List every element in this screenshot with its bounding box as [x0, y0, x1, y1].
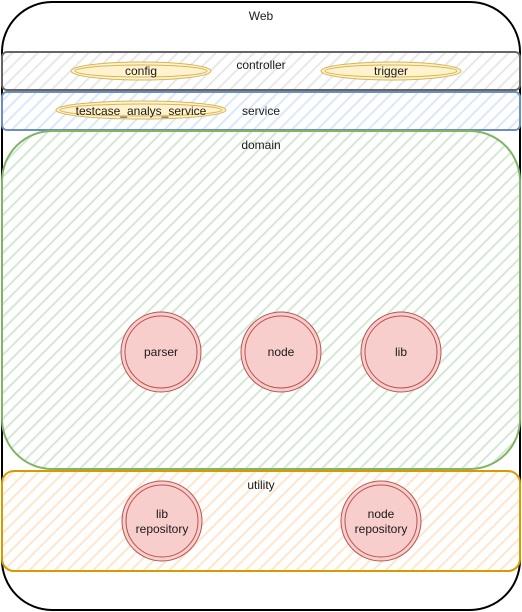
domain-label: domain — [241, 138, 280, 152]
utility-label: utility — [247, 478, 274, 492]
web-label: Web — [249, 9, 274, 23]
module-node-repository-line2: repository — [355, 522, 408, 536]
service-label: service — [242, 104, 280, 118]
component-testcase-analys-service: testcase_analys_service — [55, 100, 227, 120]
controller-box — [1, 51, 521, 91]
component-config: config — [70, 61, 212, 81]
controller-layer: controller config trigger — [1, 51, 521, 91]
module-lib-repository: lib repository — [121, 480, 203, 562]
module-lib-repository-line2: repository — [136, 522, 189, 536]
module-node-label: node — [268, 345, 295, 359]
component-testcase-analys-service-label: testcase_analys_service — [76, 104, 207, 118]
controller-label: controller — [236, 58, 285, 72]
utility-layer: utility lib repository node repository — [1, 470, 521, 572]
module-lib-label: lib — [395, 345, 407, 359]
component-trigger-label: trigger — [374, 64, 408, 78]
module-lib: lib — [360, 311, 442, 393]
module-parser-label: parser — [144, 345, 178, 359]
module-parser: parser — [120, 311, 202, 393]
module-node-repository: node repository — [340, 480, 422, 562]
domain-layer: domain parser node lib — [1, 130, 521, 470]
module-node: node — [240, 311, 322, 393]
module-node-repository-line1: node — [368, 507, 395, 521]
service-layer: service testcase_analys_service — [1, 91, 521, 131]
component-trigger: trigger — [320, 61, 462, 81]
domain-box — [1, 130, 521, 470]
component-config-label: config — [125, 64, 157, 78]
module-lib-repository-line1: lib — [156, 507, 168, 521]
